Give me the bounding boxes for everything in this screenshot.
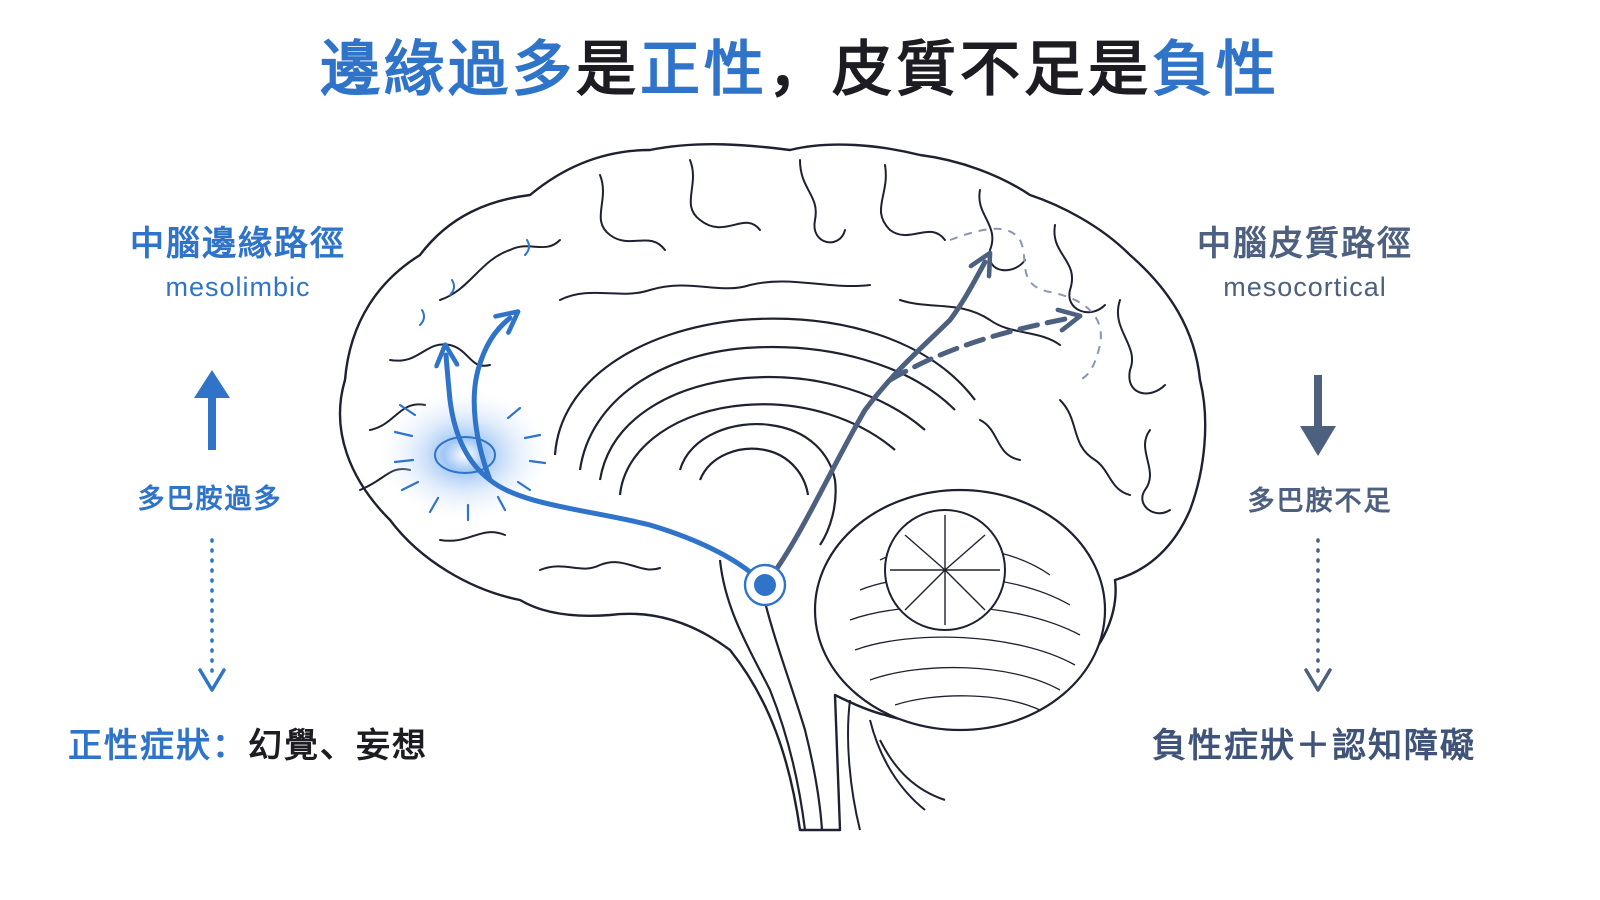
negative-symptom-value: ＋認知障礙 [1296, 726, 1476, 766]
mesolimbic-dopamine-label: 多巴胺過多 [137, 484, 283, 515]
left-arrow-up-icon [194, 370, 230, 450]
page-title: 邊緣過多是正性，皮質不足是負性 [0, 28, 1600, 112]
title-part-cortex-deficit: ，皮質不足是 [768, 35, 1152, 105]
mesocortical-label-block: 中腦皮質路徑 mesocortical [1180, 222, 1430, 304]
mesolimbic-path [446, 318, 768, 588]
positive-symptom-label: 正性症狀：幻覺、妄想 [68, 724, 428, 768]
mesocortical-path [762, 227, 1102, 588]
vta-node-icon [743, 563, 787, 607]
positive-symptom-value: 幻覺、妄想 [248, 726, 428, 766]
negative-symptom-title: 負性症狀 [1152, 726, 1296, 766]
brainstem [847, 699, 946, 831]
right-dotted-arrow-down-icon [1304, 538, 1332, 692]
mesolimbic-name: 中腦邊緣路徑 [130, 224, 346, 264]
title-part-excess: 邊緣過多 [320, 35, 576, 105]
title-part-negative: 負性 [1152, 35, 1280, 105]
left-dotted-arrow-down-icon [198, 538, 226, 692]
mesocortical-name: 中腦皮質路徑 [1197, 224, 1413, 264]
mesolimbic-english: mesolimbic [165, 272, 311, 302]
mesocortical-english: mesocortical [1223, 272, 1387, 302]
mesocortical-dopamine-label: 多巴胺不足 [1247, 486, 1393, 517]
right-arrow-down-icon [1300, 375, 1336, 456]
negative-symptom-label: 負性症狀＋認知障礙 [1152, 724, 1476, 768]
title-part-is-1: 是 [576, 35, 640, 105]
positive-symptom-title: 正性症狀： [68, 726, 248, 766]
mesolimbic-label-block: 中腦邊緣路徑 mesolimbic [108, 222, 368, 304]
cerebellum [813, 488, 1107, 732]
title-part-positive: 正性 [640, 35, 768, 105]
